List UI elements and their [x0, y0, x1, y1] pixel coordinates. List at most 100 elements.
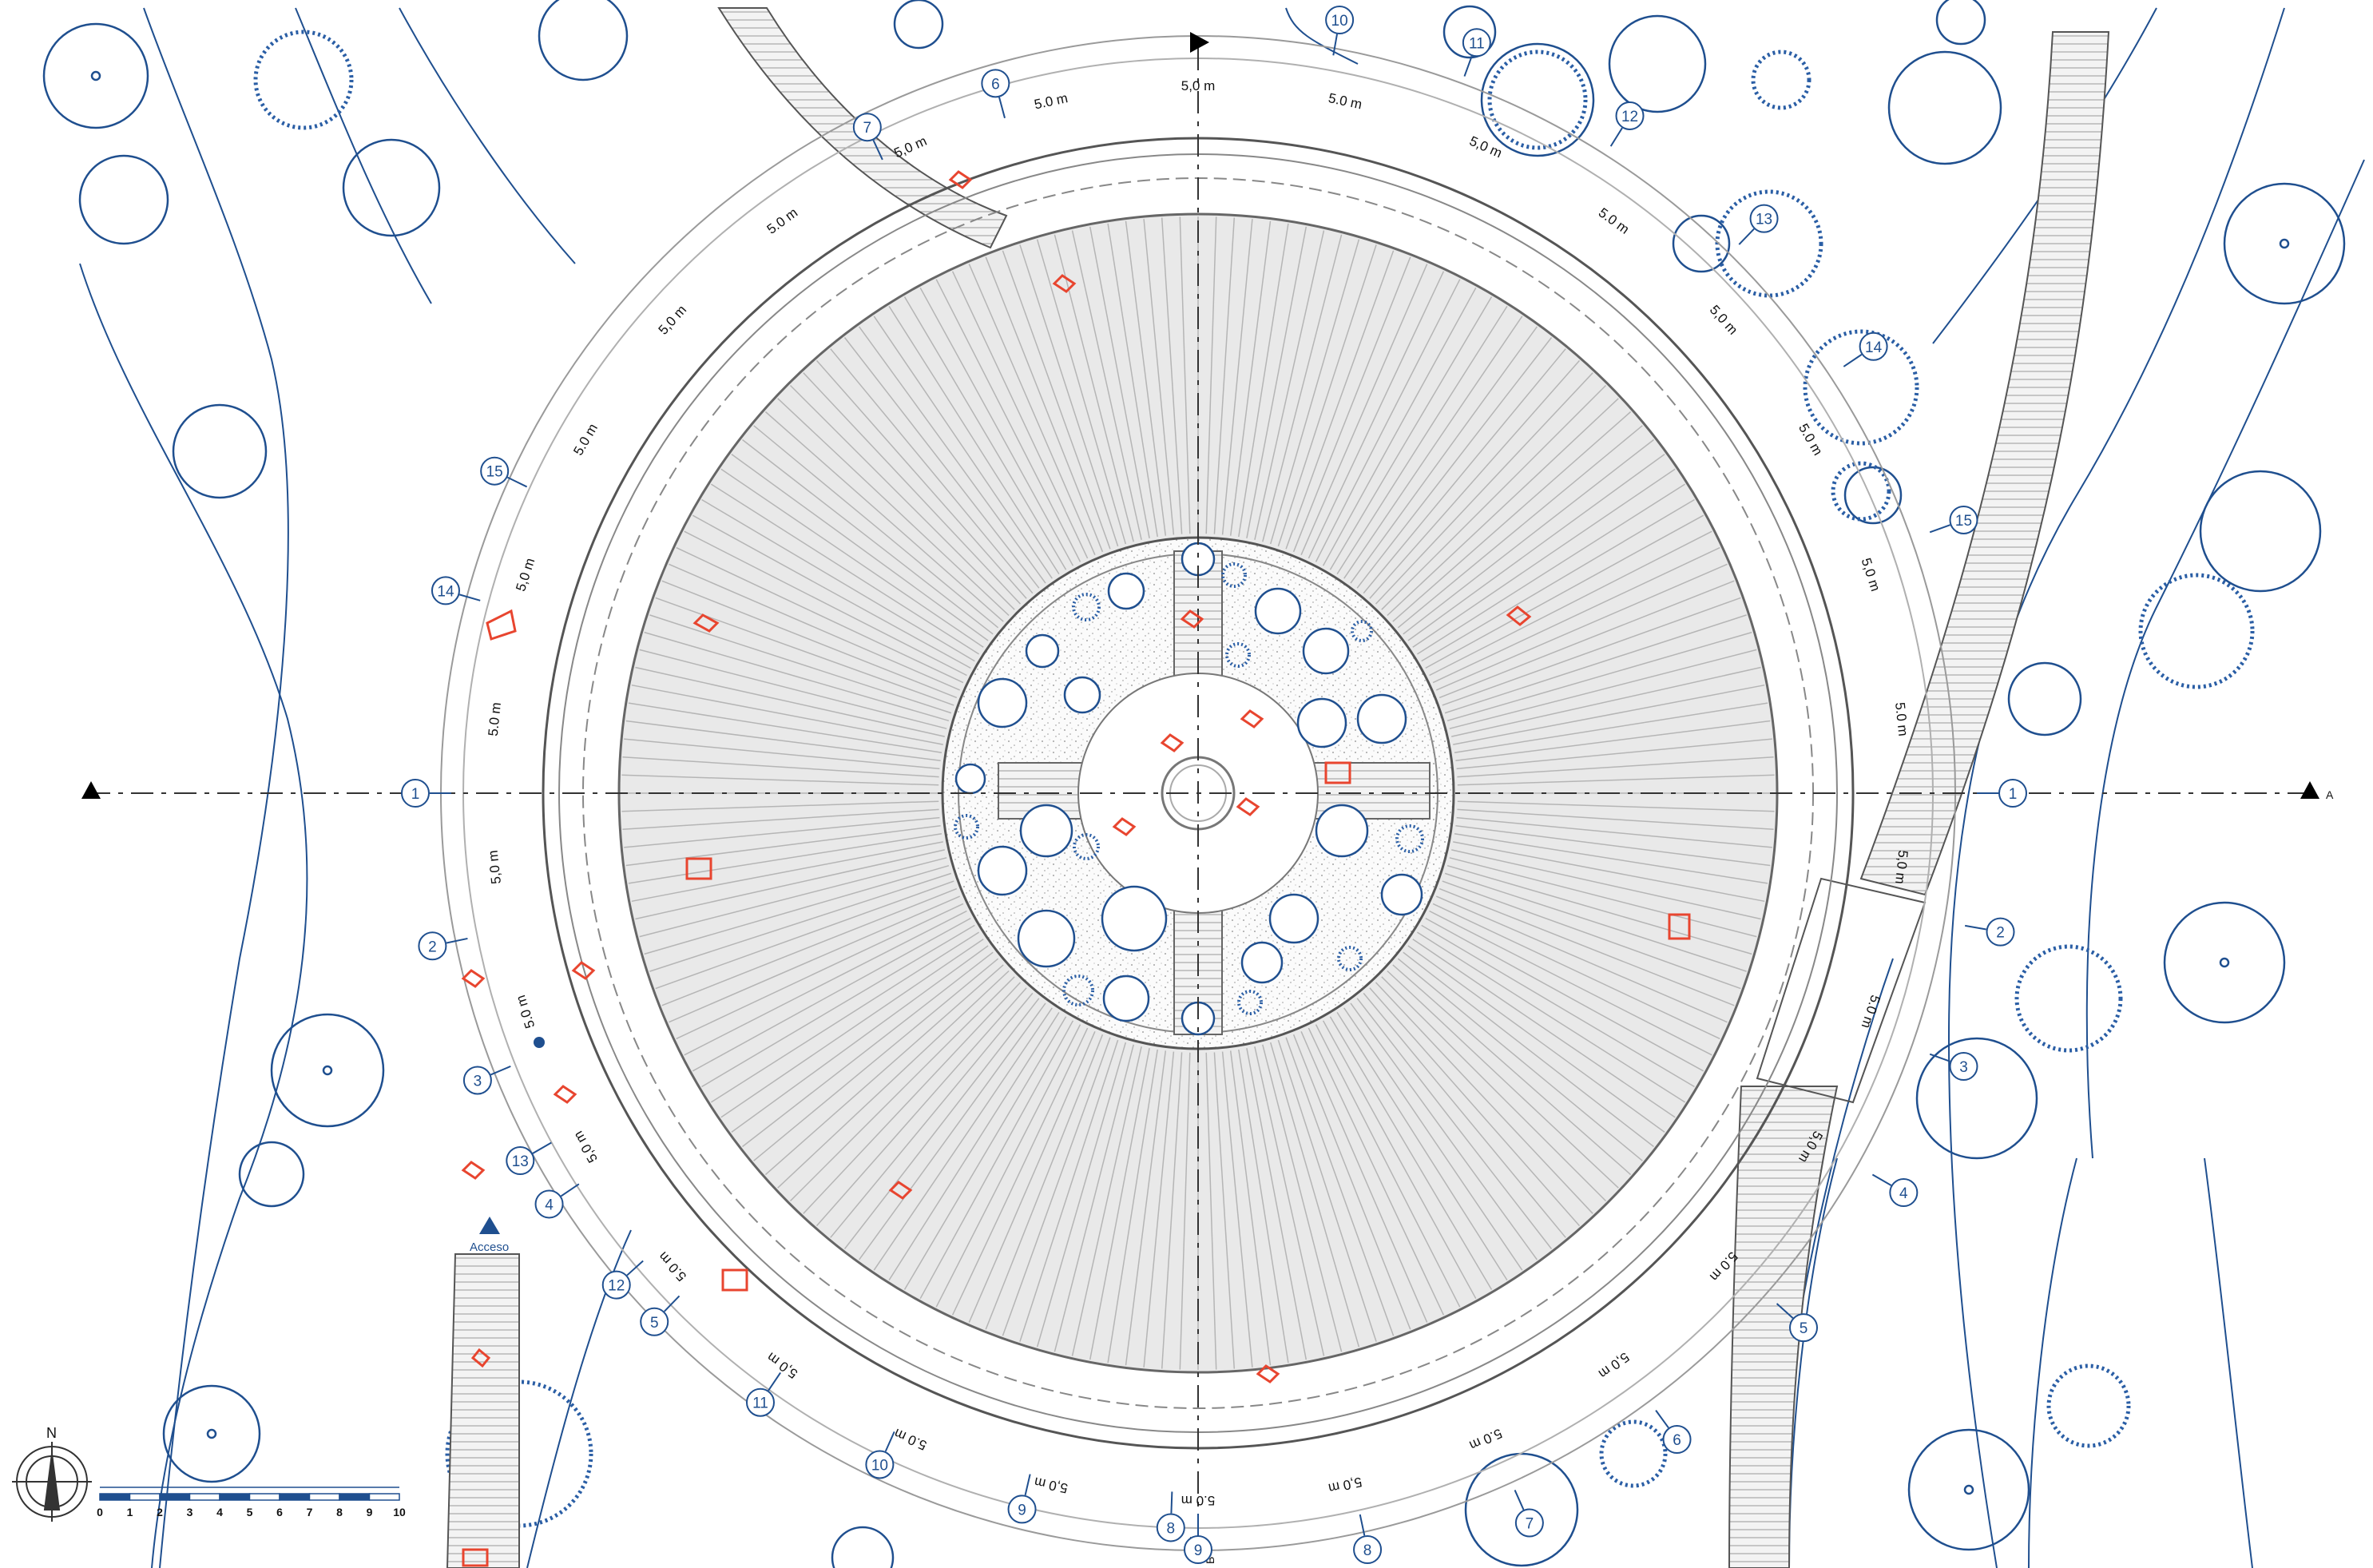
deck-ray	[1436, 563, 1728, 691]
deck-ray	[789, 384, 1015, 610]
dimension-label: 5,0 m	[486, 849, 504, 884]
deck-ray	[1002, 250, 1111, 550]
deck-ray	[803, 982, 1022, 1214]
deck-ray	[1308, 271, 1445, 559]
deck-ray	[1262, 1044, 1343, 1352]
deck-ray	[1425, 917, 1704, 1072]
entrance-marker-icon	[479, 1217, 500, 1234]
deck-ray	[873, 1007, 1053, 1271]
deck-ray	[1089, 1048, 1150, 1360]
callout-label: 13	[1756, 212, 1772, 228]
dimension-label: 5,0 m	[570, 1129, 601, 1165]
scale-bar-segment	[368, 1493, 400, 1501]
deck-ray	[1254, 1046, 1325, 1356]
deck-ray	[951, 1027, 1089, 1316]
dimension-label: 5.0 m	[1181, 1493, 1216, 1508]
deck-ray	[1019, 1039, 1119, 1342]
deck-ray	[1453, 684, 1765, 745]
deck-ray	[1292, 1034, 1411, 1330]
callout-2: 2	[1965, 917, 2015, 947]
deck-ray	[1455, 720, 1771, 762]
deck-ray	[1315, 1024, 1461, 1308]
deck-ray	[830, 348, 1034, 594]
deck-ray	[742, 951, 994, 1148]
callout-4: 4	[1871, 1173, 1919, 1207]
deck-ray	[1397, 425, 1643, 629]
deck-ray	[753, 958, 999, 1161]
callout-11: 11	[1462, 28, 1491, 77]
deck-ray	[1432, 903, 1720, 1040]
dimension-label: 5,0 m	[1892, 849, 1911, 884]
callout-8: 8	[1353, 1514, 1383, 1564]
deck-ray	[649, 614, 952, 714]
deck-ray	[1421, 924, 1695, 1088]
deck-ray	[1455, 824, 1771, 867]
deck-ray	[903, 296, 1067, 570]
furniture-symbols	[461, 170, 1691, 1567]
deck-ray	[1457, 800, 1775, 812]
deck-ray	[669, 895, 960, 1023]
deck-ray	[1221, 219, 1253, 535]
entrance-label: Acceso	[470, 1241, 509, 1254]
inner-garden-trees	[954, 542, 1423, 1036]
deck-ray	[1429, 910, 1712, 1056]
deck-ray	[1336, 305, 1508, 575]
deck-ray	[1329, 1016, 1493, 1290]
callout-label: 4	[545, 1197, 554, 1213]
callout-11: 11	[745, 1372, 781, 1417]
deck-ray	[1089, 226, 1150, 538]
dimension-label: 5.0 m	[1033, 90, 1069, 112]
callout-label: 2	[428, 939, 437, 955]
dimension-label: 5.0 m	[1859, 993, 1883, 1030]
deck-ray	[1438, 887, 1735, 1006]
deck-ray	[985, 1034, 1104, 1330]
callout-8: 8	[1156, 1491, 1185, 1542]
deck-ray	[1071, 230, 1142, 540]
callout-12: 12	[1609, 101, 1645, 147]
dimension-label: 5,0 m	[513, 556, 538, 593]
dimension-label: 5.0 m	[764, 204, 801, 236]
deck-ray	[649, 872, 952, 972]
deck-ray	[684, 910, 967, 1056]
deck-ray	[639, 857, 947, 938]
dimension-label: 5.0 m	[1892, 701, 1911, 736]
callout-label: 4	[1899, 1185, 1908, 1202]
deck-ray	[1446, 864, 1752, 955]
deck-ray	[919, 287, 1074, 566]
deck-ray	[1277, 1039, 1377, 1342]
scale-bar-segment	[279, 1493, 311, 1501]
deck-ray	[1161, 1052, 1183, 1369]
scale-bar-segment	[129, 1493, 161, 1501]
deck-ray	[803, 372, 1022, 605]
deck-ray	[1229, 220, 1272, 536]
deck-ray	[1456, 816, 1772, 848]
deck-ray	[1436, 895, 1728, 1023]
scale-bar-segment	[188, 1493, 220, 1501]
deck-ray	[1381, 976, 1607, 1202]
callout-label: 11	[752, 1395, 768, 1412]
deck-ray	[1456, 738, 1772, 770]
callout-9: 9	[1184, 1514, 1212, 1564]
deck-ray	[1457, 774, 1775, 786]
deck-ray	[1363, 348, 1566, 594]
deck-ray	[1054, 1044, 1134, 1352]
callout-label: 2	[1996, 925, 2005, 942]
callout-5: 5	[1776, 1303, 1819, 1343]
deck-ray	[1343, 1007, 1523, 1271]
dimension-label: 5.0 m	[1327, 90, 1363, 112]
callout-14: 14	[1843, 331, 1888, 367]
deck-ray	[764, 411, 1004, 622]
deck-ray	[1387, 398, 1619, 617]
deck-ray	[777, 398, 1010, 617]
deck-ray	[1451, 666, 1761, 737]
tree-outlines	[42, 0, 2346, 1568]
deck-ray	[625, 824, 941, 867]
deck-ray	[1429, 530, 1712, 677]
deck-ray	[639, 649, 947, 729]
dimension-label: 5,0 m	[1467, 133, 1505, 161]
deck-ray	[1205, 216, 1217, 534]
deck-ray	[1285, 250, 1395, 550]
deck-ray	[1238, 223, 1289, 538]
deck-ray	[621, 774, 939, 786]
